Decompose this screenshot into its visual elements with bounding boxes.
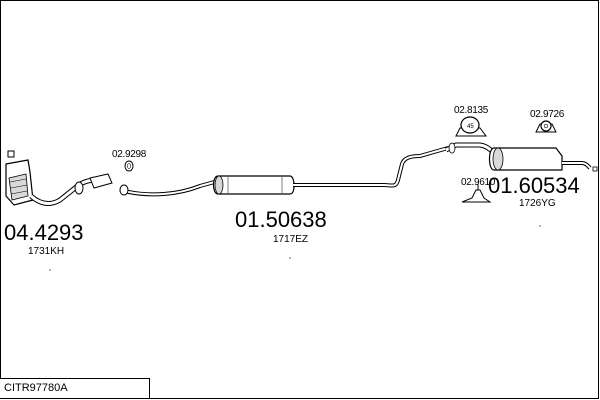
marker-dot	[539, 225, 541, 227]
bracket-number: 02.9610	[461, 177, 496, 188]
middle-silencer-code: 1717EZ	[273, 234, 308, 245]
rubber-mount-1-part[interactable]: 45	[455, 116, 487, 137]
catalyst-number: 04.4293	[4, 220, 84, 245]
clamp-part[interactable]	[124, 160, 134, 172]
rubber-mount-1-number: 02.8135	[454, 105, 489, 116]
catalyst-code: 1731KH	[28, 246, 64, 257]
rubber-mount-2-number: 02.9726	[530, 109, 565, 120]
rear-silencer-code: 1726YG	[519, 198, 556, 209]
middle-silencer-number: 01.50638	[235, 207, 327, 232]
rear-silencer-number: 01.60534	[488, 173, 580, 198]
svg-text:45: 45	[467, 124, 474, 130]
catalog-code-box: CITR97780A	[0, 378, 150, 399]
front-pipe[interactable]	[119, 179, 219, 197]
middle-silencer-part[interactable]	[212, 175, 295, 195]
bracket-part[interactable]	[461, 184, 492, 203]
clamp-number: 02.9298	[112, 149, 147, 160]
marker-dot	[289, 257, 291, 259]
rubber-mount-2-part[interactable]	[535, 120, 557, 133]
catalog-code: CITR97780A	[4, 382, 68, 394]
catalyst-part[interactable]	[5, 150, 113, 206]
rear-silencer-part[interactable]	[488, 147, 598, 172]
marker-dot	[49, 269, 51, 271]
